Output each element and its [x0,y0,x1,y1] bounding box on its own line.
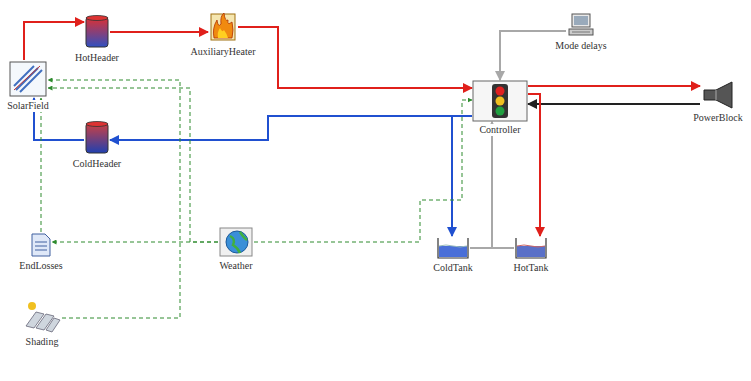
component-label: PowerBlock [692,112,743,124]
component-symbol [84,14,110,50]
pipe-connector [500,31,566,80]
component-symbol [8,60,48,98]
component-symbol [30,232,52,258]
pipe-connector [110,116,472,140]
component-icon: ColdHeader [84,120,110,156]
component-label: HotHeader [74,52,120,64]
signal-connector [48,88,218,242]
component-symbol [22,300,62,334]
component-symbol [84,120,110,156]
component-label: ColdTank [432,262,473,274]
pipe-connector [470,122,492,248]
component-symbol [514,236,548,260]
component-icon: HotHeader [84,14,110,50]
pipe-connector [528,94,540,236]
component-label: EndLosses [18,260,63,272]
component-label: Controller [478,124,521,136]
component-label: HotTank [513,262,550,274]
component-icon: HotTank [514,236,548,260]
component-symbol [208,10,238,44]
component-icon: Mode delays [566,12,596,38]
component-symbol [566,12,596,38]
signal-connector [48,80,180,318]
component-icon: PowerBlock [700,80,736,110]
component-icon: EndLosses [30,232,52,258]
signal-connector [41,98,42,232]
pipe-connector [492,122,514,248]
component-icon: ColdTank [436,236,470,260]
component-symbol [436,236,470,260]
pipe-connector [238,27,472,88]
component-label: SolarField [6,100,50,112]
signal-connector [254,100,472,242]
signal-connector [52,242,218,243]
component-symbol [472,80,528,122]
component-label: ColdHeader [72,158,122,170]
component-icon: AuxiliaryHeater [208,10,238,44]
component-icon: Controller [472,80,528,122]
pipe-connector [110,31,208,33]
component-symbol [218,226,254,258]
component-icon: SolarField [8,60,48,98]
component-icon: Weather [218,226,254,258]
component-label: AuxiliaryHeater [190,46,257,58]
component-icon: Shading [22,300,62,334]
component-label: Mode delays [554,40,607,52]
component-label: Shading [25,336,60,348]
pipe-connector [528,103,700,105]
component-label: Weather [218,260,253,272]
component-symbol [700,80,736,110]
pipe-connector [528,85,700,87]
